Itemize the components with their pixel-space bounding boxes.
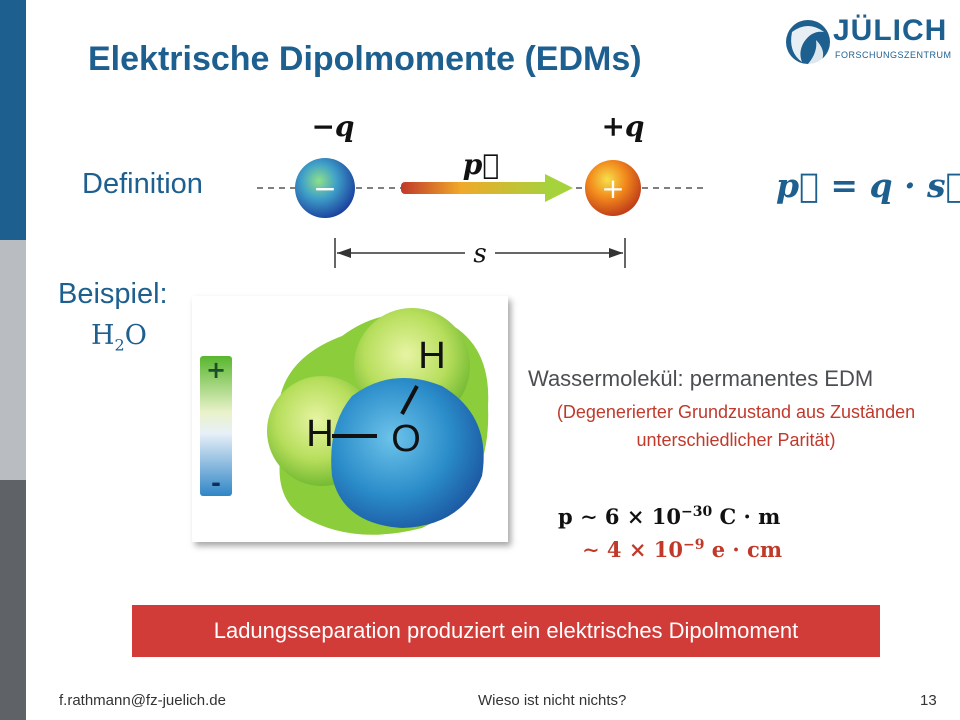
footer-email: f.rathmann@fz-juelich.de: [59, 692, 226, 709]
dipole-vector-label: p⃗: [463, 148, 499, 181]
side-bar-blue: [0, 0, 26, 240]
dipole-arrow-head: [545, 174, 573, 202]
water-edm-explanation: (Degenerierter Grundzustand aus Zustände…: [556, 402, 916, 450]
water-molecule-image: + - H H O: [192, 296, 508, 542]
atom-label-h-left: H: [306, 413, 333, 455]
example-label: Beispiel:: [58, 278, 168, 310]
oxygen-atom: [331, 378, 484, 528]
logo-subtitle: FORSCHUNGSZENTRUM: [835, 50, 952, 60]
footer-topic: Wieso ist nicht nichts?: [478, 692, 627, 709]
molecule-formula: H2O: [91, 320, 147, 355]
negative-charge-label: −q: [311, 110, 354, 143]
atom-label-h-top: H: [418, 335, 445, 377]
distance-label: s: [473, 239, 486, 269]
water-molecule-drawing: + - H H O: [200, 308, 489, 535]
logo-name: JÜLICH: [833, 14, 948, 47]
positive-charge-label: +q: [601, 110, 644, 143]
dipole-vector-arrow: [401, 182, 551, 194]
dipole-formula: p⃗ = q · s⃗: [776, 166, 960, 205]
conclusion-banner: Ladungsseparation produziert ein elektri…: [132, 605, 880, 657]
positive-sign: +: [601, 172, 624, 205]
positive-charge-sphere: [585, 160, 641, 216]
edm-value-si: p ∼ 6 × 10−30 C · m: [558, 504, 781, 529]
negative-charge-sphere: [295, 158, 355, 218]
juelich-logo-icon: [786, 20, 830, 65]
edm-value-ecm: ∼ 4 × 10−9 e · cm: [582, 537, 783, 562]
side-bar-gray-light: [0, 240, 26, 480]
scale-plus: +: [206, 356, 226, 384]
side-bar-gray-dark: [0, 480, 26, 720]
definition-label: Definition: [82, 168, 203, 200]
water-edm-title: Wassermolekül: permanentes EDM: [528, 366, 874, 391]
dipole-diagram: − + −q +q p⃗ s: [257, 110, 703, 269]
slide-title: Elektrische Dipolmomente (EDMs): [88, 40, 642, 78]
charge-scale-bar: [200, 356, 232, 496]
scale-minus: -: [211, 469, 221, 497]
footer-page-number: 13: [920, 692, 937, 709]
atom-label-o: O: [391, 418, 421, 460]
negative-sign: −: [313, 172, 336, 205]
